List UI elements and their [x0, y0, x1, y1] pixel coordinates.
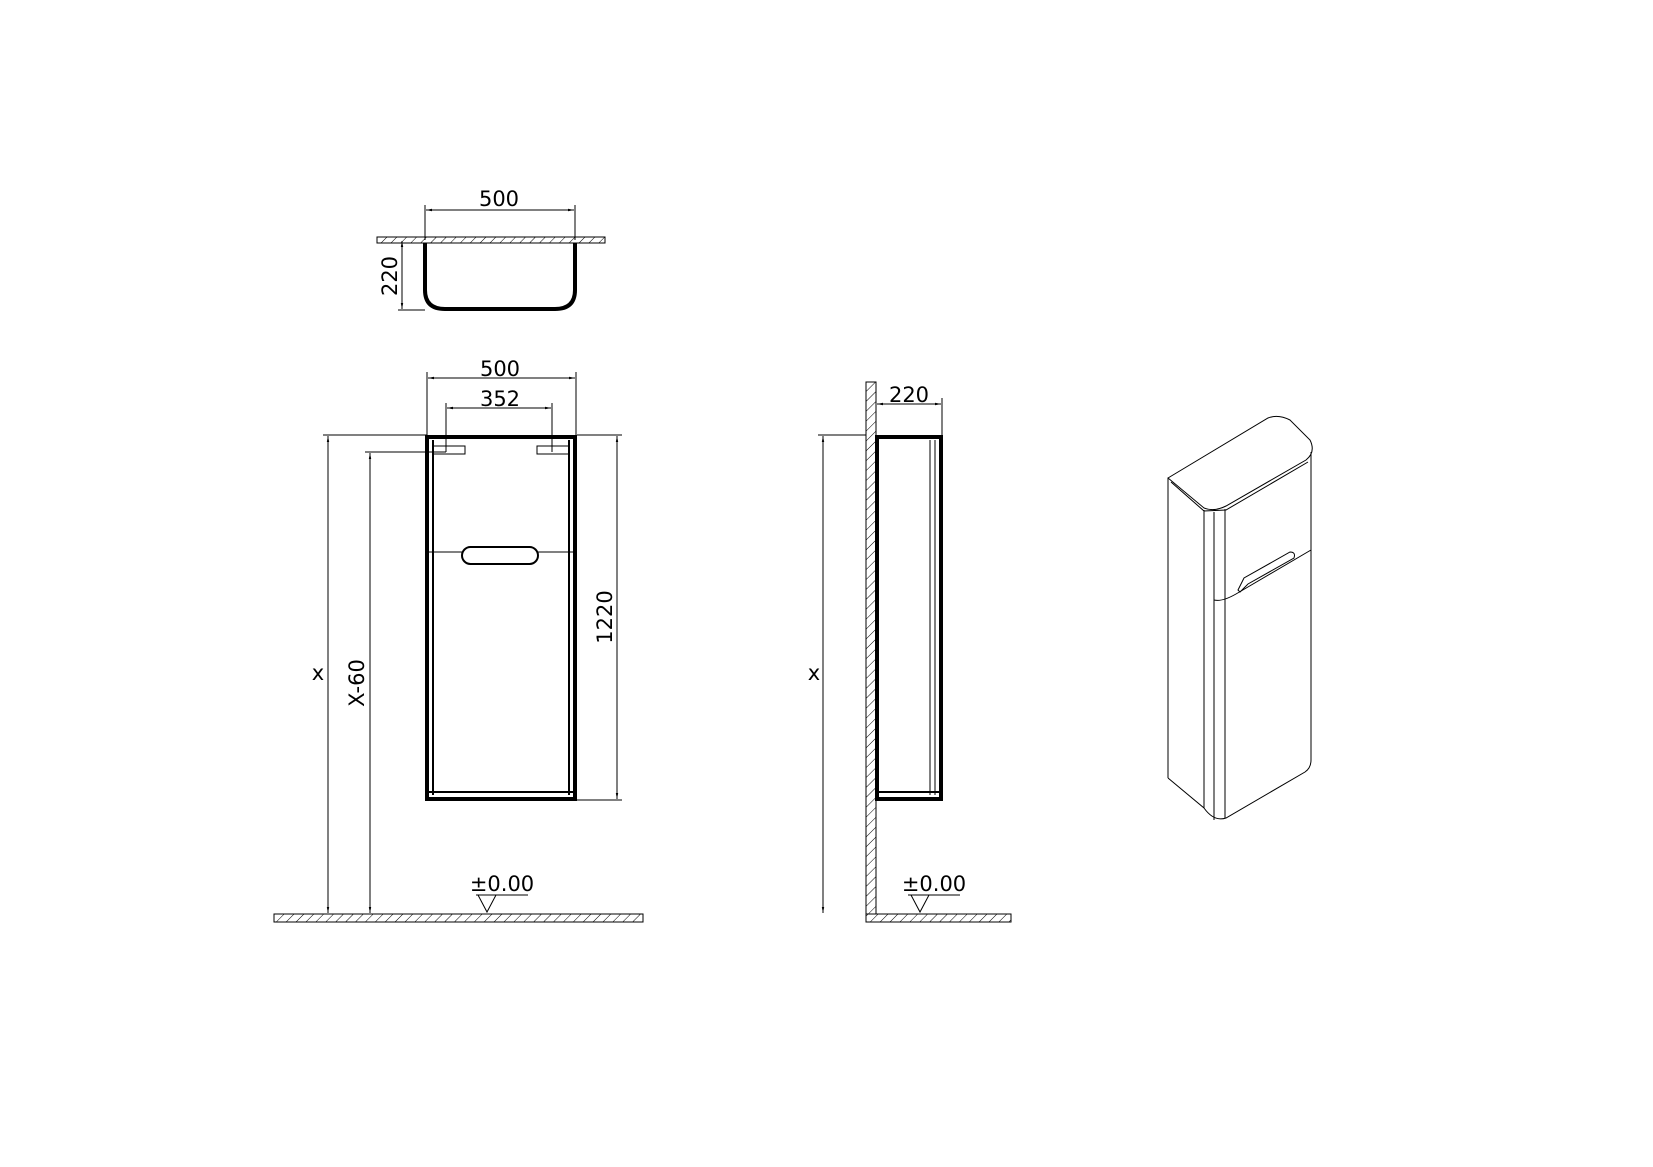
- side-wall-hatch: [865, 381, 877, 915]
- front-floor-level-label: ±0.00: [470, 872, 534, 896]
- cabinet-front-outline: [425, 435, 577, 801]
- isometric-handle: [1237, 551, 1295, 593]
- isometric-view: [1167, 415, 1313, 820]
- side-depth-label: 220: [889, 383, 929, 407]
- cabinet-side-outline: [875, 435, 943, 801]
- top-view: 500 220: [376, 187, 606, 311]
- hanger-right: [536, 445, 570, 455]
- front-mount-height-label: x: [312, 661, 324, 685]
- top-width-label: 500: [479, 187, 519, 211]
- hanger-spacing-label: 352: [480, 387, 520, 411]
- front-view: 500 352 1220 x X-60 ±0.00: [273, 357, 644, 923]
- height-label: 1220: [593, 590, 617, 643]
- side-floor-level-label: ±0.00: [902, 872, 966, 896]
- hanger-left: [432, 445, 466, 455]
- door-handle: [461, 546, 539, 565]
- wall-hatch: [376, 236, 606, 244]
- side-floor-hatch: [865, 913, 1012, 923]
- hanger-height-label: X-60: [345, 659, 369, 707]
- front-width-label: 500: [480, 357, 520, 381]
- cabinet-plan-outline: [423, 243, 577, 311]
- cabinet-top-face: [1167, 415, 1313, 511]
- top-depth-label: 220: [378, 256, 402, 296]
- floor-hatch: [273, 913, 644, 923]
- side-mount-height-label: x: [808, 661, 820, 685]
- side-view: 220 x ±0.00: [808, 381, 1012, 923]
